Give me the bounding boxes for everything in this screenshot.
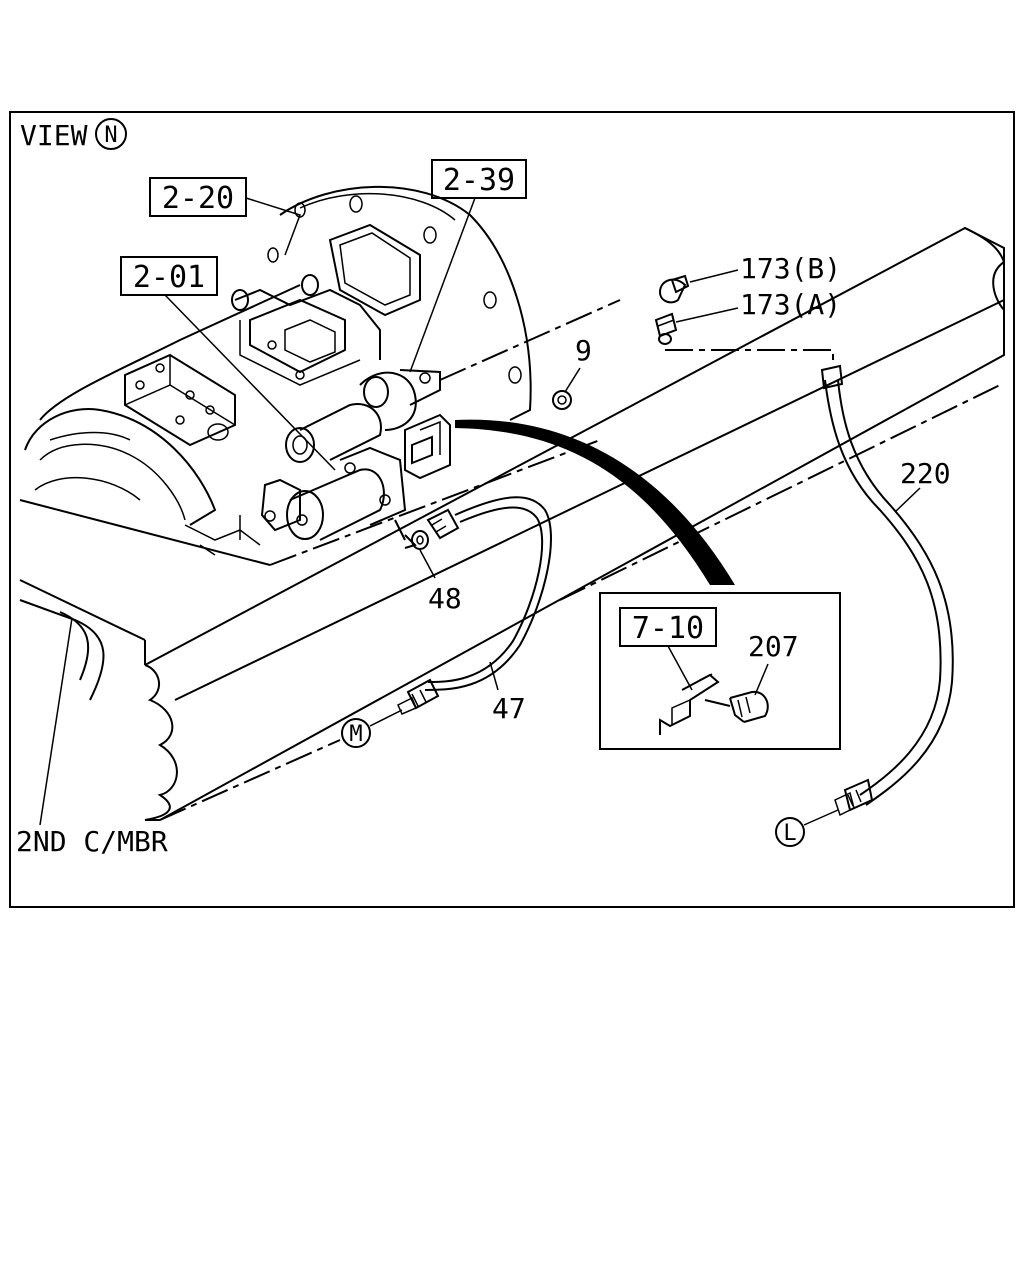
part-label-173b: 173(B) — [740, 252, 841, 285]
frame-rail — [144, 226, 1005, 821]
centerline-rail — [559, 384, 1001, 601]
connector-marker-m-letter: M — [349, 722, 362, 747]
view-marker-letter: N — [104, 123, 117, 148]
centerline-lower — [269, 439, 601, 566]
connector-marker-l-circle — [775, 817, 805, 847]
part-label-220: 220 — [900, 457, 951, 490]
hose-47 — [397, 496, 552, 715]
connector-marker-m-circle — [341, 718, 371, 748]
ref-label-7-10: 7-10 — [632, 611, 704, 646]
detail-arrow — [455, 419, 735, 585]
bracket-7-10 — [659, 673, 720, 735]
washer-48 — [411, 530, 429, 550]
bolt-207 — [704, 690, 769, 723]
centerline-bottom — [159, 739, 341, 821]
ref-label-2-01: 2-01 — [133, 260, 205, 295]
part-label-173a: 173(A) — [740, 288, 841, 321]
transmission-assembly — [24, 185, 532, 556]
connector-marker-l-letter: L — [783, 821, 796, 846]
member-label: 2ND C/MBR — [16, 825, 168, 858]
leader-220 — [894, 487, 921, 513]
cross-member — [19, 499, 271, 701]
part-label-47: 47 — [492, 692, 526, 725]
hose-220 — [820, 364, 954, 817]
view-label: VIEW — [20, 119, 88, 152]
ref-label-2-39: 2-39 — [443, 163, 515, 198]
part-label-48: 48 — [428, 582, 462, 615]
fitting-173b — [658, 274, 690, 304]
leader-l — [803, 809, 839, 826]
leader-48 — [419, 549, 436, 579]
detail-inset-box — [599, 592, 841, 750]
ref-box-2-01 — [120, 256, 218, 296]
fitting-173a — [654, 312, 678, 345]
part-label-9: 9 — [575, 334, 592, 367]
leader-173b — [689, 269, 739, 283]
ref-box-2-20 — [149, 177, 247, 217]
diagram-frame — [9, 111, 1015, 908]
leader-173a — [675, 307, 739, 323]
ref-label-2-20: 2-20 — [162, 181, 234, 216]
leader-207 — [754, 663, 769, 696]
leader-2-39 — [409, 197, 476, 373]
centerline-upper — [439, 299, 621, 381]
leader-2-20 — [245, 197, 301, 256]
ref-box-2-39 — [431, 159, 527, 199]
leader-7-10 — [667, 645, 693, 691]
view-marker-circle — [95, 118, 127, 150]
leader-member — [39, 617, 73, 826]
leader-47 — [489, 661, 499, 691]
part-label-207: 207 — [748, 630, 799, 663]
nut-9 — [552, 390, 572, 410]
connection-line-173 — [665, 349, 834, 362]
leader-2-01 — [164, 294, 336, 471]
leader-9 — [564, 367, 581, 393]
leader-m — [369, 709, 403, 727]
